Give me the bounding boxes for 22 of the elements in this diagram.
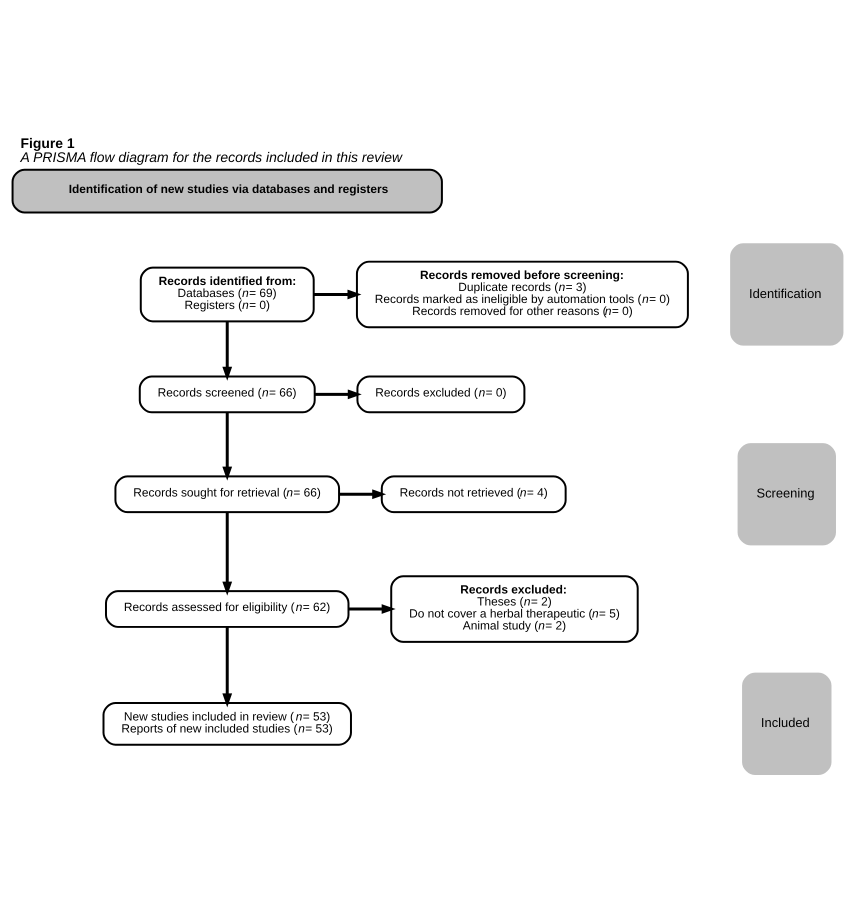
node-box: Included xyxy=(742,672,832,776)
arrow xyxy=(222,512,232,596)
node-box: Identification xyxy=(730,243,844,346)
node-box: New studies included in review (n= 53) Reports of new included studies (n= 53) xyxy=(102,702,352,746)
node-box: Records screened (n= 66) xyxy=(138,375,316,414)
arrow xyxy=(348,604,396,614)
arrow xyxy=(314,290,362,300)
diagram-title: Figure 1 xyxy=(20,135,75,152)
arrow xyxy=(314,389,362,400)
arrow xyxy=(222,321,232,381)
node-box: Records excluded (n= 0) xyxy=(356,375,526,414)
node-box: Records removed before screening: Duplicate records (n= 3) Records marked as ineligible by automation tools (n= 0) Records removed for other reasons (n= 0) xyxy=(356,260,689,328)
arrow xyxy=(339,489,386,500)
node-box: Records assessed for eligibility (n= 62) xyxy=(105,590,350,628)
node-box: Records sought for retrieval (n= 66) xyxy=(114,475,340,514)
arrow xyxy=(222,627,232,708)
node-box: Screening xyxy=(738,443,836,546)
node-box: Records identified from: Databases (n= 69) Registers (n= 0) xyxy=(140,266,315,322)
arrow xyxy=(222,412,232,481)
node-box: Identification of new studies via databases and registers xyxy=(12,168,443,214)
node-box: Records not retrieved (n= 4) xyxy=(380,475,567,514)
node-box: Records excluded: Theses (n= 2) Do not cover a herbal therapeutic (n= 5) Animal study (n= 2) xyxy=(390,575,639,643)
